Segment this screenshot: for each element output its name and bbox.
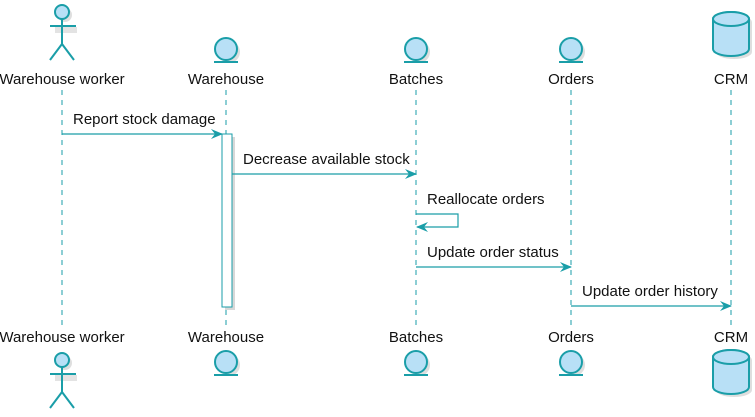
participant-label: CRM (714, 329, 748, 346)
participant-label: Orders (548, 71, 594, 88)
entity-icon (214, 37, 240, 63)
participant-crm-top[interactable]: CRM (712, 11, 752, 88)
entity-icon (559, 350, 585, 376)
entity-icon (404, 37, 430, 63)
participant-warehouse-bottom[interactable]: Warehouse (188, 329, 264, 376)
activation-bar-warehouse (221, 133, 233, 308)
database-icon (712, 11, 752, 59)
message-2[interactable]: Reallocate orders (416, 191, 545, 232)
actor-icon (49, 352, 77, 409)
participant-worker-bottom[interactable]: Warehouse worker (0, 329, 125, 409)
entity-icon (214, 350, 240, 376)
participant-batches-bottom[interactable]: Batches (389, 329, 443, 376)
actor-icon (49, 4, 77, 61)
participant-label: Batches (389, 329, 443, 346)
participant-label: Orders (548, 329, 594, 346)
participant-label: Batches (389, 71, 443, 88)
entity-icon (404, 350, 430, 376)
participant-label: CRM (714, 71, 748, 88)
database-icon (712, 349, 752, 397)
message-0[interactable]: Report stock damage (62, 111, 223, 139)
entity-icon (559, 37, 585, 63)
message-label: Report stock damage (73, 111, 216, 128)
participant-label: Warehouse worker (0, 329, 125, 346)
participant-label: Warehouse (188, 329, 264, 346)
participant-label: Warehouse worker (0, 71, 125, 88)
message-arrow (416, 213, 459, 232)
participant-worker-top[interactable]: Warehouse worker (0, 4, 125, 88)
participant-warehouse-top[interactable]: Warehouse (188, 37, 264, 88)
participant-crm-bottom[interactable]: CRM (712, 329, 752, 397)
message-label: Reallocate orders (427, 191, 545, 208)
message-label: Decrease available stock (243, 151, 410, 168)
message-1[interactable]: Decrease available stock (232, 151, 417, 179)
participant-orders-top[interactable]: Orders (548, 37, 594, 88)
participant-orders-bottom[interactable]: Orders (548, 329, 594, 376)
message-4[interactable]: Update order history (571, 283, 732, 311)
message-label: Update order history (582, 283, 718, 300)
message-3[interactable]: Update order status (416, 244, 572, 272)
participant-batches-top[interactable]: Batches (389, 37, 443, 88)
message-label: Update order status (427, 244, 559, 261)
participant-label: Warehouse (188, 71, 264, 88)
